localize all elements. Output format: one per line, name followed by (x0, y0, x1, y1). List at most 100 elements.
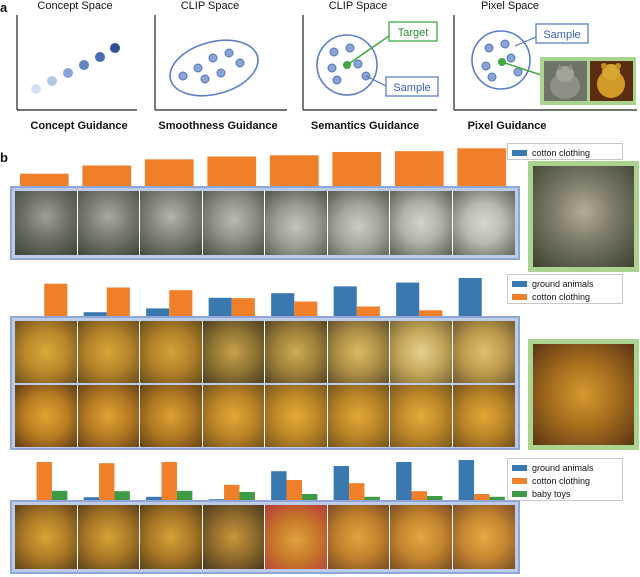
bar-ground-animals-6 (333, 466, 350, 500)
bar-cotton-clothing-2 (106, 287, 130, 316)
bar-cotton-clothing-2 (82, 165, 132, 186)
cat-reference-image (528, 161, 639, 272)
bar-cotton-clothing-2 (99, 463, 115, 500)
legend-label: baby toys (532, 488, 571, 499)
concept-guidance-label: Concept Guidance (30, 120, 128, 132)
image-tile (452, 321, 515, 383)
target-label: Target (398, 27, 429, 39)
legend-label: ground animals (532, 462, 594, 473)
pixel-guidance-label: Pixel Guidance (467, 120, 547, 132)
legend-row1: cotton clothing (507, 143, 623, 160)
image-tile (15, 191, 78, 255)
legend-item: cotton clothing (512, 146, 618, 159)
sample-label-pixel: Sample (543, 29, 580, 41)
smoothness-axes (154, 15, 287, 111)
bar-cotton-clothing-8 (474, 494, 490, 500)
legend-item: ground animals (512, 277, 618, 290)
bar-cotton-clothing-5 (294, 301, 318, 316)
legend-swatch (512, 280, 527, 287)
legend-swatch (512, 490, 527, 497)
image-tile (452, 385, 515, 447)
image-tile (390, 385, 453, 447)
image-tile (327, 321, 390, 383)
bar-cotton-clothing-4 (207, 156, 257, 186)
pixel-space-title: Pixel Space (480, 0, 540, 12)
bar-ground-animals-8 (458, 278, 482, 316)
image-tile (15, 321, 78, 383)
smoothness-points (178, 48, 245, 84)
bar-baby-toys-8 (489, 496, 505, 500)
bar-cotton-clothing-5 (286, 480, 302, 500)
bar-ground-animals-4 (208, 499, 225, 500)
legend-item: cotton clothing (512, 290, 618, 303)
bar-ground-animals-5 (271, 471, 287, 500)
image-tile (140, 191, 203, 255)
legend-item: baby toys (512, 487, 618, 500)
bar-cotton-clothing-7 (419, 310, 443, 316)
concept-space-title: Concept Space (37, 0, 113, 12)
bar-cotton-clothing-1 (44, 283, 68, 316)
strip-row2 (10, 316, 520, 450)
concept-space-axes (16, 15, 137, 111)
bar-baby-toys-3 (176, 490, 193, 500)
bar-baby-toys-5 (301, 494, 318, 500)
image-tile (15, 505, 78, 569)
bar-cotton-clothing-6 (332, 151, 382, 186)
sample-label-semantics: Sample (393, 82, 430, 94)
image-tile (390, 505, 453, 569)
bar-cotton-clothing-4 (224, 484, 240, 500)
pixel-images (540, 57, 636, 105)
image-tile (327, 505, 390, 569)
panel-a-letter: a (0, 0, 8, 15)
image-tile (452, 505, 515, 569)
image-tile (265, 321, 328, 383)
bar-cotton-clothing-4 (231, 298, 255, 316)
legend-label: cotton clothing (532, 147, 591, 158)
pixel-sample-connector (514, 36, 537, 47)
chart-three-series (36, 460, 505, 500)
bar-ground-animals-5 (271, 293, 295, 316)
clip-space-title-1: CLIP Space (180, 0, 240, 12)
pixel-circle (471, 30, 531, 90)
bar-ground-animals-2 (83, 497, 100, 500)
legend-label: cotton clothing (532, 291, 591, 302)
smoothness-ellipse (169, 39, 259, 97)
image-tile (140, 321, 203, 383)
image-tile (77, 505, 140, 569)
image-tile (15, 385, 78, 447)
bar-baby-toys-2 (114, 491, 130, 500)
strip-row1 (10, 186, 520, 260)
image-tile (327, 385, 390, 447)
bar-ground-animals-8 (458, 460, 475, 500)
image-tile (265, 505, 328, 569)
legend-swatch (512, 464, 527, 471)
bar-cotton-clothing-5 (269, 155, 319, 186)
bar-baby-toys-1 (51, 490, 68, 500)
image-tile (202, 385, 265, 447)
bar-ground-animals-7 (396, 462, 412, 500)
bar-cotton-clothing-7 (394, 151, 444, 186)
image-tile (77, 321, 140, 383)
image-tile (77, 191, 140, 255)
smoothness-guidance-label: Smoothness Guidance (158, 120, 278, 132)
sample-box-pixel (535, 23, 589, 44)
legend-label: ground animals (532, 278, 594, 289)
target-box (388, 21, 438, 42)
pixel-points (481, 39, 523, 82)
frames-row2-top (15, 321, 515, 383)
image-tile (390, 321, 453, 383)
image-tile (140, 385, 203, 447)
bar-cotton-clothing-3 (144, 159, 194, 186)
image-tile (265, 191, 328, 255)
legend-item: ground animals (512, 461, 618, 474)
bar-cotton-clothing-7 (411, 491, 427, 500)
image-tile (202, 505, 265, 569)
target-connector (346, 35, 390, 66)
image-tile (452, 191, 515, 255)
semantics-circle (316, 34, 378, 96)
legend-swatch (512, 293, 527, 300)
bar-ground-animals-3 (146, 308, 170, 316)
bar-cotton-clothing-6 (349, 483, 365, 500)
image-tile (140, 505, 203, 569)
clip-space-title-2: CLIP Space (328, 0, 388, 12)
